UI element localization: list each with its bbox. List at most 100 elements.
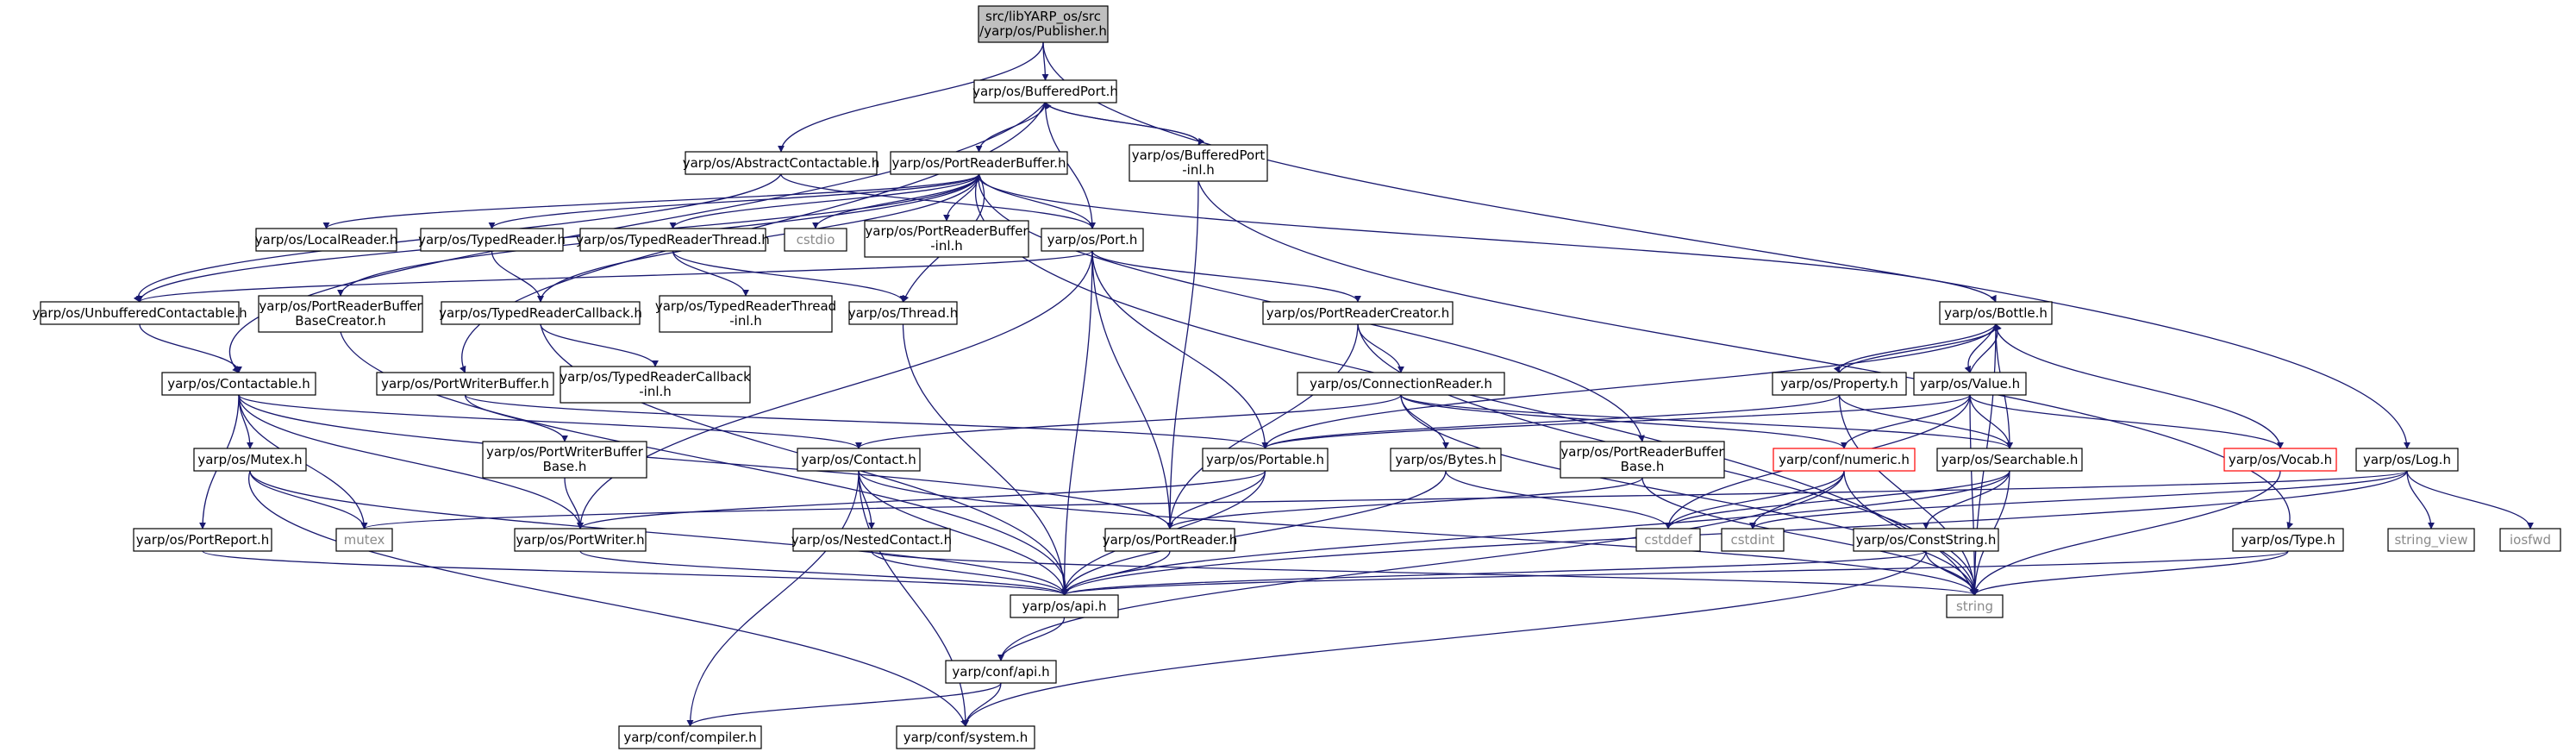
edge-bufferedport_inl-to-type: [1197, 180, 2294, 530]
edge-portreaderbufferbase-to-portreader: [1166, 477, 1643, 530]
edge-portreaderbuffer-to-portreaderbuffer_inl: [943, 173, 980, 222]
node-typedreaderthread-box: [579, 228, 766, 252]
node-portreader-box: [1104, 528, 1235, 552]
node-unbufferedcontactable-box: [40, 301, 240, 325]
node-numeric[interactable]: yarp/conf/numeric.h: [1773, 448, 1916, 472]
edge-numeric-to-cstdint: [1749, 470, 1845, 530]
node-log[interactable]: yarp/os/Log.h: [2355, 448, 2459, 472]
node-portable[interactable]: yarp/os/Portable.h: [1202, 448, 1329, 472]
node-thread[interactable]: yarp/os/Thread.h: [848, 301, 959, 325]
node-compiler-label: yarp/conf/compiler.h: [623, 730, 756, 745]
node-portreport[interactable]: yarp/os/PortReport.h: [133, 528, 272, 552]
node-mutex_h-label: yarp/os/Mutex.h: [197, 452, 302, 467]
node-portwriterbuffer[interactable]: yarp/os/PortWriterBuffer.h: [376, 372, 554, 396]
node-bufferedport_inl-label-2: -inl.h: [1182, 162, 1215, 178]
node-typedreaderthread[interactable]: yarp/os/TypedReaderThread.h: [576, 228, 770, 252]
node-api_os-box: [1010, 594, 1119, 618]
node-unbufferedcontactable[interactable]: yarp/os/UnbufferedContactable.h: [32, 301, 247, 325]
node-portreaderbuffer_inl[interactable]: yarp/os/PortReaderBuffer-inl.h: [864, 220, 1029, 258]
edge-bottle-to-vocab: [1995, 323, 2284, 449]
node-api_conf[interactable]: yarp/conf/api.h: [945, 660, 1057, 684]
node-property-label: yarp/os/Property.h: [1780, 376, 1898, 392]
node-connectionreader-box: [1297, 372, 1505, 396]
edge-portreadercreator-to-portreader: [1166, 323, 1359, 530]
node-system-label: yarp/conf/system.h: [903, 730, 1029, 745]
node-bufferedport[interactable]: yarp/os/BufferedPort.h: [972, 79, 1118, 103]
edge-portwriter-to-api_os: [579, 550, 1068, 596]
node-searchable[interactable]: yarp/os/Searchable.h: [1936, 448, 2083, 472]
edge-contact-to-system: [858, 470, 969, 727]
node-conststring[interactable]: yarp/os/ConstString.h: [1853, 528, 1999, 552]
node-contactable[interactable]: yarp/os/Contactable.h: [161, 372, 316, 396]
edge-contactable-to-portwriter: [238, 394, 584, 530]
node-bytes[interactable]: yarp/os/Bytes.h: [1390, 448, 1502, 472]
edge-portreport-to-api_os: [202, 550, 1068, 596]
edge-root-to-abstractcontactable: [778, 41, 1044, 153]
node-portwriterbuffer-label: yarp/os/PortWriterBuffer.h: [381, 376, 549, 392]
node-nestedcontact-label: yarp/os/NestedContact.h: [791, 532, 952, 548]
node-type[interactable]: yarp/os/Type.h: [2232, 528, 2344, 552]
node-contact[interactable]: yarp/os/Contact.h: [797, 448, 921, 472]
node-portreadercreator[interactable]: yarp/os/PortReaderCreator.h: [1262, 301, 1454, 325]
edge-unbufferedcontactable-to-contactable: [139, 323, 242, 373]
edge-bottle-to-value: [1964, 323, 1997, 373]
node-value[interactable]: yarp/os/Value.h: [1913, 372, 2027, 396]
edge-numeric-to-api_conf: [997, 470, 1845, 661]
node-root[interactable]: src/libYARP_os/src/yarp/os/Publisher.h: [978, 5, 1109, 43]
node-portreaderbuffer_inl-label-1: yarp/os/PortReaderBuffer: [865, 223, 1029, 239]
node-portreaderbuffer[interactable]: yarp/os/PortReaderBuffer.h: [890, 151, 1068, 175]
node-portreaderbufferbasecreator-box: [258, 295, 423, 333]
node-abstractcontactable[interactable]: yarp/os/AbstractContactable.h: [683, 151, 880, 175]
node-portreader[interactable]: yarp/os/PortReader.h: [1103, 528, 1238, 552]
node-string-label: string: [1956, 598, 1993, 614]
node-string-box: [1946, 594, 2004, 618]
node-portable-label: yarp/os/Portable.h: [1206, 452, 1324, 467]
edge-portreaderbuffer-to-bottle: [978, 173, 1997, 303]
node-localreader[interactable]: yarp/os/LocalReader.h: [255, 228, 398, 252]
node-type-box: [2232, 528, 2344, 552]
node-system[interactable]: yarp/conf/system.h: [896, 725, 1035, 749]
node-bufferedport_inl[interactable]: yarp/os/BufferedPort-inl.h: [1129, 144, 1268, 182]
edge-vocab-to-string: [1971, 470, 2281, 596]
node-typedreaderthread_inl-label-2: -inl.h: [729, 313, 762, 329]
node-property[interactable]: yarp/os/Property.h: [1772, 372, 1907, 396]
node-string_view: string_view: [2387, 528, 2475, 552]
node-portwriter[interactable]: yarp/os/PortWriter.h: [514, 528, 647, 552]
node-contact-box: [797, 448, 921, 472]
node-bytes-label: yarp/os/Bytes.h: [1395, 452, 1496, 467]
node-bottle[interactable]: yarp/os/Bottle.h: [1939, 301, 2053, 325]
node-typedreadercallback[interactable]: yarp/os/TypedReaderCallback.h: [439, 301, 642, 325]
node-compiler[interactable]: yarp/conf/compiler.h: [618, 725, 762, 749]
node-mutex_h-box: [193, 448, 307, 472]
node-typedreaderthread_inl[interactable]: yarp/os/TypedReaderThread-inl.h: [655, 295, 836, 333]
node-port[interactable]: yarp/os/Port.h: [1041, 228, 1144, 252]
node-connectionreader[interactable]: yarp/os/ConnectionReader.h: [1297, 372, 1505, 396]
node-abstractcontactable-box: [685, 151, 878, 175]
node-nestedcontact[interactable]: yarp/os/NestedContact.h: [791, 528, 952, 552]
edge-root-to-log: [1042, 41, 2410, 449]
node-typedreadercallback_inl-label-2: -inl.h: [639, 384, 672, 399]
node-api_os[interactable]: yarp/os/api.h: [1010, 594, 1119, 618]
node-mutex_h[interactable]: yarp/os/Mutex.h: [193, 448, 307, 472]
node-root-label-2: /yarp/os/Publisher.h: [979, 23, 1107, 39]
edge-portreadercreator-to-connectionreader: [1357, 323, 1404, 373]
node-bottle-box: [1939, 301, 2053, 325]
node-connectionreader-label: yarp/os/ConnectionReader.h: [1310, 376, 1492, 392]
node-portreport-box: [133, 528, 272, 552]
node-mutex: mutex: [335, 528, 393, 552]
node-string: string: [1946, 594, 2004, 618]
node-log-box: [2355, 448, 2459, 472]
node-iosfwd: iosfwd: [2499, 528, 2561, 552]
node-vocab[interactable]: yarp/os/Vocab.h: [2223, 448, 2337, 472]
node-portreaderbufferbase-box: [1560, 441, 1725, 479]
node-typedreader[interactable]: yarp/os/TypedReader.h: [418, 228, 566, 252]
edge-bufferedport-to-bufferedport_inl: [1044, 102, 1205, 146]
node-cstdint-box: [1721, 528, 1785, 552]
node-typedreadercallback_inl[interactable]: yarp/os/TypedReaderCallback-inl.h: [560, 366, 751, 404]
edge-mutex_h-to-mutex: [249, 470, 368, 530]
edge-portable-to-portwriter: [577, 470, 1266, 530]
edge-contactable-to-contact: [238, 394, 862, 449]
